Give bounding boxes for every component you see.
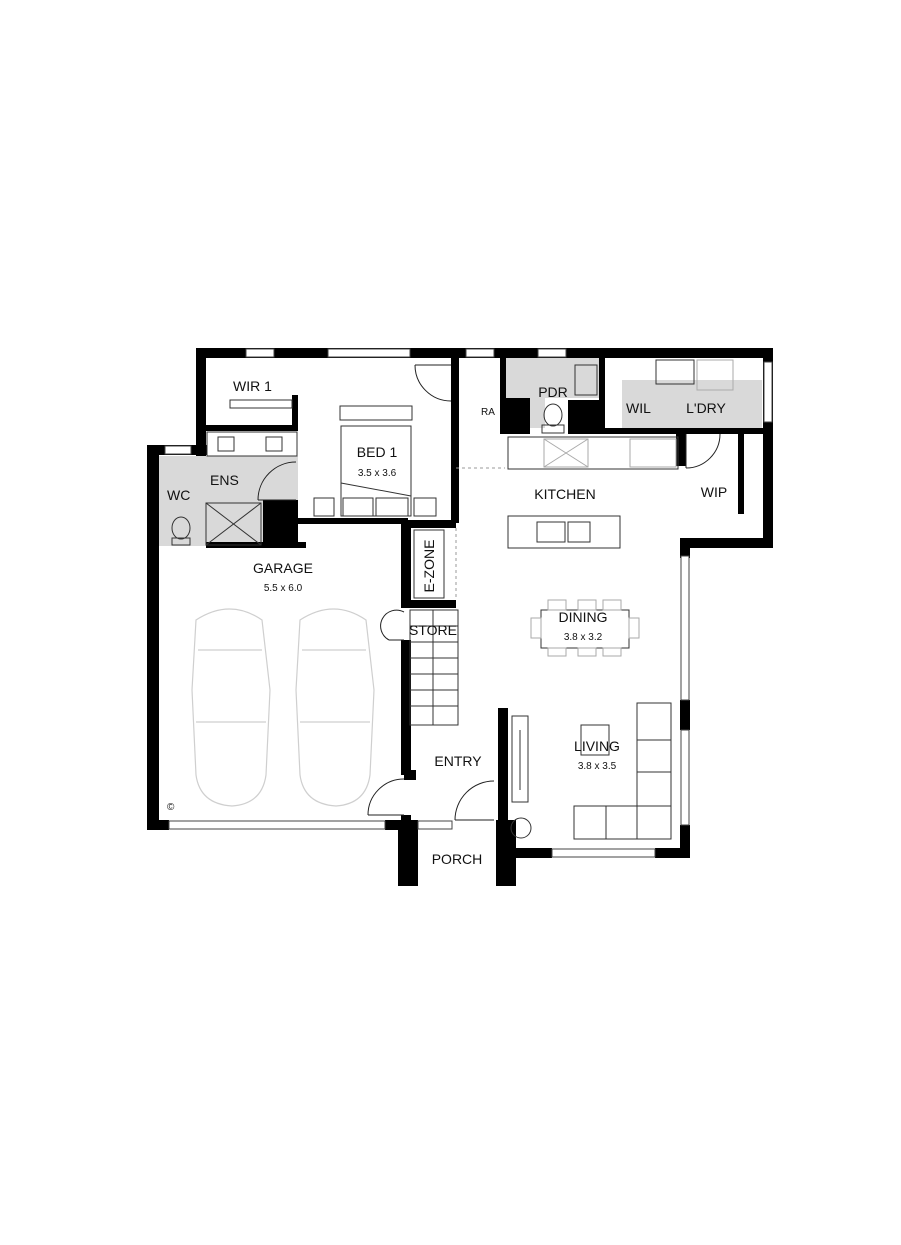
label-porch: PORCH (432, 851, 483, 867)
label-pdr: PDR (538, 384, 568, 400)
label-wir1: WIR 1 (233, 378, 272, 394)
copyright-mark: © (167, 802, 175, 813)
fixtures (171, 359, 734, 840)
label-bed1: BED 1 (357, 444, 398, 460)
label-store: STORE (409, 622, 457, 638)
label-kitchen: KITCHEN (534, 486, 595, 502)
label-wc: WC (167, 487, 190, 503)
label-garage-size: 5.5 x 6.0 (264, 583, 303, 594)
label-ens: ENS (210, 472, 239, 488)
label-living: LIVING (574, 738, 620, 754)
label-ezone: E-ZONE (421, 540, 437, 593)
label-dining-size: 3.8 x 3.2 (564, 632, 603, 643)
label-ra: RA (481, 407, 495, 418)
garage-cars (191, 608, 375, 807)
windows (164, 348, 773, 858)
label-wil: WIL (626, 400, 651, 416)
label-wip: WIP (701, 484, 727, 500)
room-labels: WIR 1 BED 1 3.5 x 3.6 ENS WC PDR RA WIL … (167, 378, 727, 867)
walls (147, 348, 773, 886)
label-garage: GARAGE (253, 560, 313, 576)
label-living-size: 3.8 x 3.5 (578, 761, 617, 772)
doors (257, 364, 721, 821)
label-entry: ENTRY (434, 753, 482, 769)
label-laundry: L'DRY (686, 400, 726, 416)
label-bed1-size: 3.5 x 3.6 (358, 468, 397, 479)
label-dining: DINING (559, 609, 608, 625)
